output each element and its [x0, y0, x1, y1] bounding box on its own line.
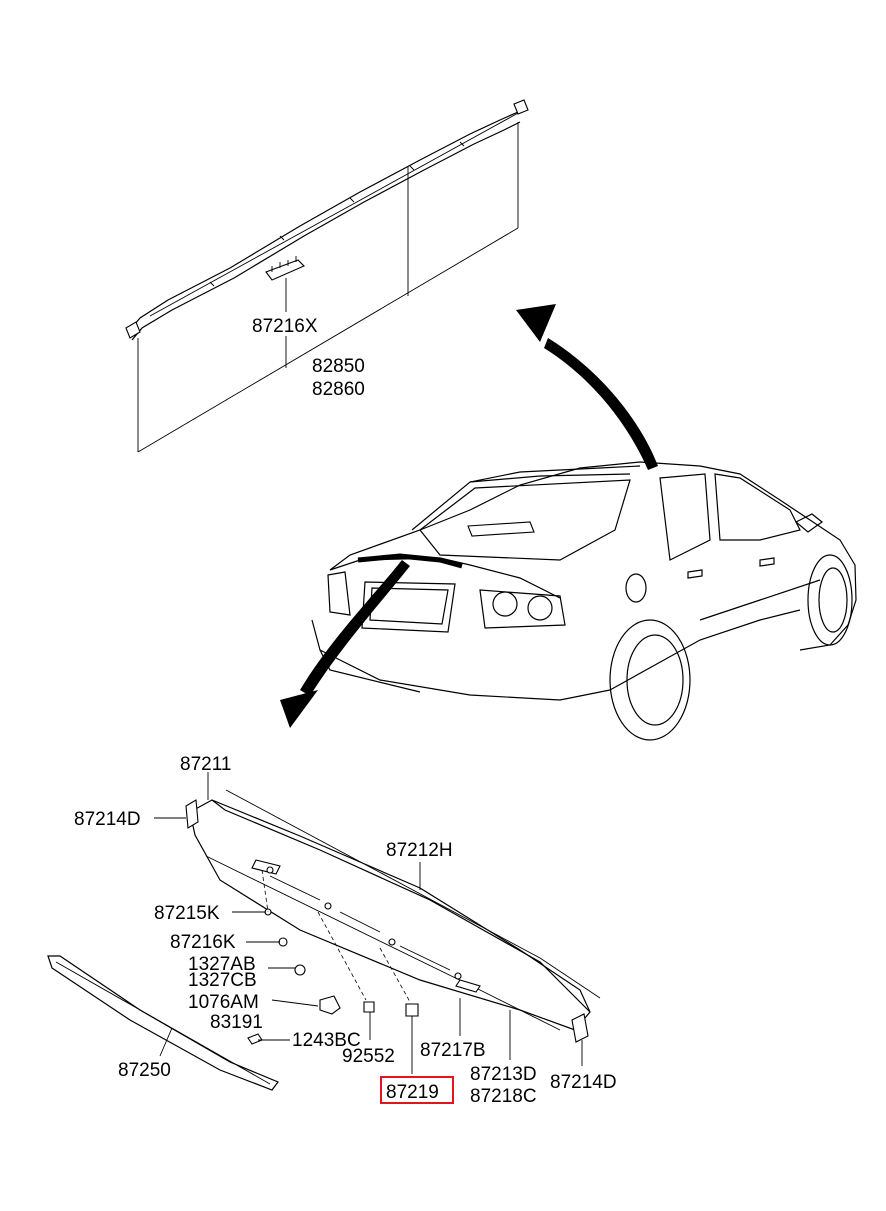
label-1243BC: 1243BC: [292, 1030, 361, 1051]
label-1327CB: 1327CB: [188, 970, 257, 991]
label-87218C: 87218C: [470, 1086, 537, 1107]
package-tray-trim: [125, 99, 529, 453]
label-87219[interactable]: 87219: [386, 1082, 439, 1103]
fasteners: [247, 869, 419, 1045]
garnish-assembly: [185, 789, 601, 1043]
label-83191: 83191: [210, 1012, 263, 1033]
label-92552: 92552: [342, 1046, 395, 1067]
label-87214D-right: 87214D: [550, 1072, 617, 1093]
label-1327AB: 1327AB: [188, 954, 256, 975]
label-82850: 82850: [312, 356, 365, 377]
label-1076AM: 1076AM: [188, 992, 259, 1013]
label-82860: 82860: [312, 379, 365, 400]
label-87216X: 87216X: [252, 316, 318, 337]
car-rear-view: [311, 461, 857, 741]
highlight-box: [380, 1076, 454, 1104]
leader-lines: [154, 772, 583, 1074]
label-87211: 87211: [180, 754, 231, 775]
label-87212H: 87212H: [386, 840, 453, 861]
arrow-to-top-assembly: [516, 304, 658, 470]
molding-87250: [47, 955, 279, 1091]
arrow-to-bottom-assembly: [280, 560, 410, 728]
label-87250: 87250: [118, 1060, 171, 1081]
label-87215K: 87215K: [154, 903, 220, 924]
clip-87216X: [265, 256, 305, 312]
label-87214D-left: 87214D: [74, 809, 141, 830]
label-87217B: 87217B: [420, 1040, 486, 1061]
label-87213D: 87213D: [470, 1064, 537, 1085]
label-87216K: 87216K: [170, 932, 236, 953]
